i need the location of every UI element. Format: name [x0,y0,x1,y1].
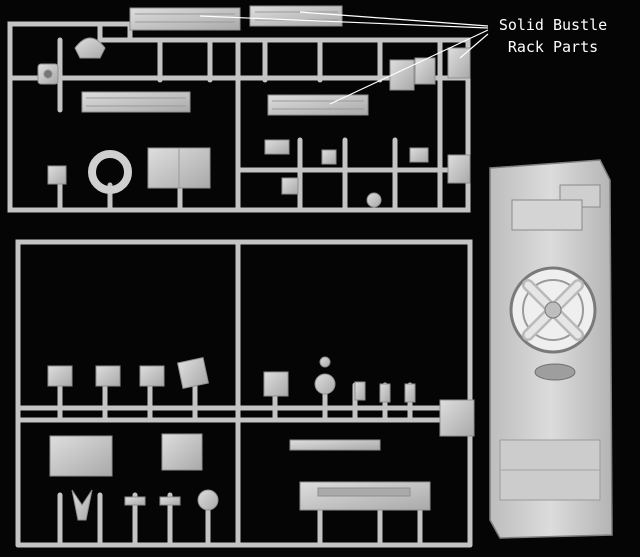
bustle-rack-part-top-left [129,7,241,31]
bustle-rack-part-top-right [249,5,343,27]
upper-small-parts [37,37,436,208]
upper-sprue-frame [7,21,471,213]
annotation-line-1: Solid Bustle [498,16,608,34]
lower-small-parts [47,356,475,521]
bustle-rack-part-mid-right [267,94,369,116]
annotation-leader-lines [199,11,489,105]
annotation-caption: Solid Bustle Rack Parts [478,14,628,58]
bustle-rack-part-mid-left [81,91,191,113]
annotation-line-2: Rack Parts [507,38,599,56]
turret-hull-part [489,159,613,539]
bustle-rack-part-vertical [447,47,471,184]
